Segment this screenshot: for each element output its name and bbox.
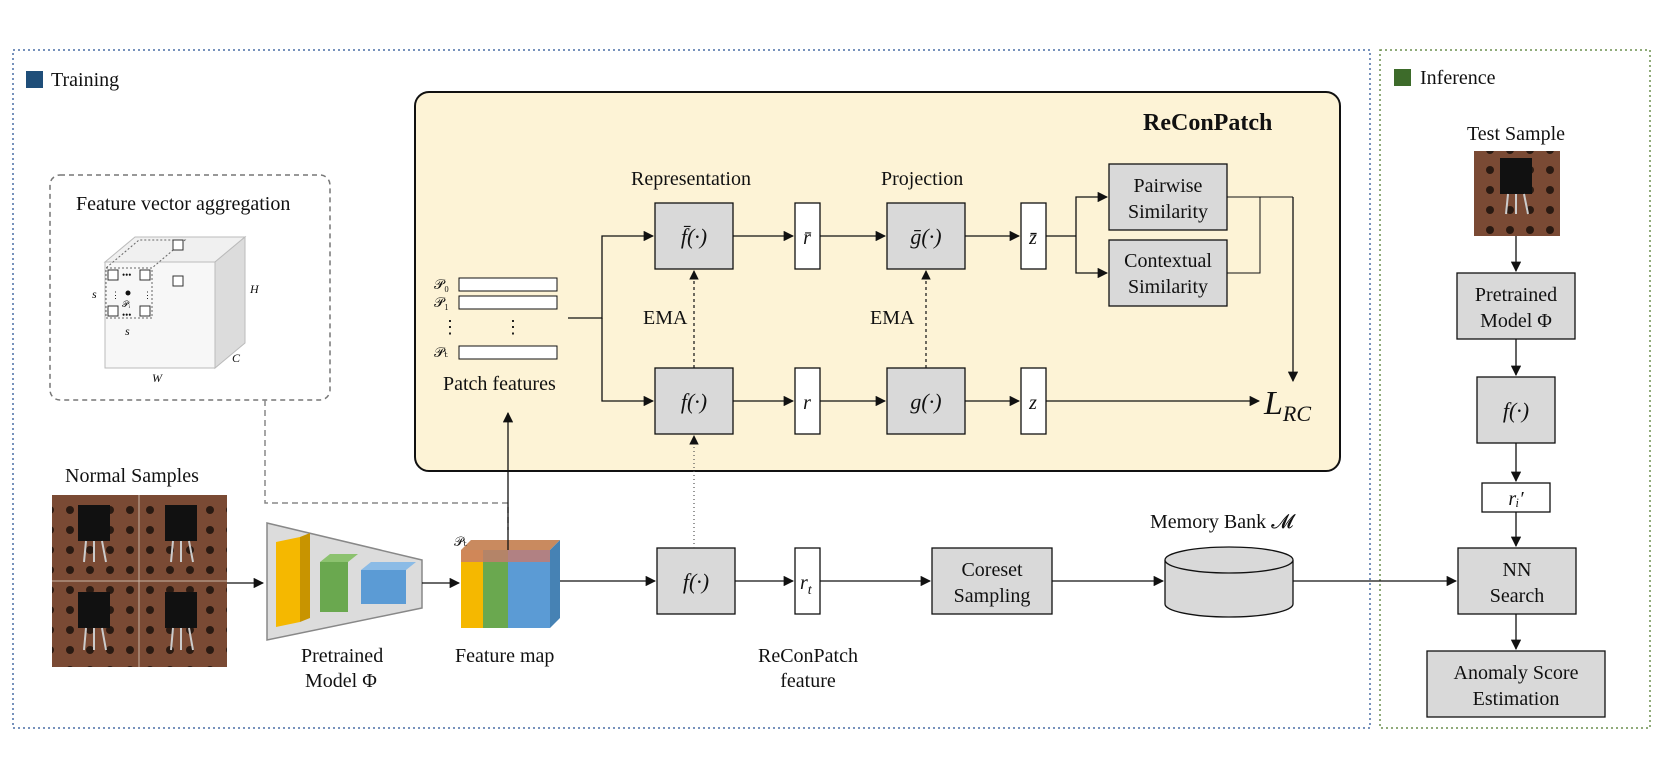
inference-pretrained-line2: Model Φ	[1480, 310, 1552, 332]
aggregation-label-H: H	[249, 282, 260, 296]
inference-pretrained-line1: Pretrained	[1475, 284, 1557, 306]
svg-text:•••: •••	[122, 270, 131, 280]
f-label: f(·)	[681, 389, 707, 414]
rt-label: rt	[800, 572, 813, 598]
g-box	[886, 367, 966, 435]
arrow-zbar-to-pairwise	[1075, 191, 1109, 236]
projection-title: Projection	[881, 168, 963, 190]
pretrained-model-label-2: Model Φ	[305, 670, 377, 692]
training-title: Training	[51, 69, 119, 91]
aggregation-label-s-left: s	[92, 287, 97, 301]
nn-line1: NN	[1503, 559, 1532, 581]
z-label: z	[1028, 392, 1037, 414]
inference-legend-swatch	[1394, 69, 1411, 86]
memory-bank-label: Memory Bank 𝓜	[1150, 511, 1296, 533]
ri-label: rᵢ′	[1508, 488, 1524, 510]
svg-text:•••: •••	[122, 310, 131, 320]
patch-feature-bars	[458, 277, 558, 360]
aggregation-title: Feature vector aggregation	[76, 193, 290, 215]
f-bar-box	[654, 202, 734, 270]
patch-p1: 𝒫₁	[434, 296, 449, 311]
coreset-line1: Coreset	[961, 559, 1023, 581]
r-bar-box	[794, 202, 821, 270]
f-bottom-box	[656, 547, 736, 615]
normal-samples-image	[52, 495, 227, 667]
patch-dots-mid: ⋮	[504, 317, 522, 337]
pairwise-line2: Similarity	[1128, 201, 1208, 223]
f-box	[654, 367, 734, 435]
inference-f-box	[1476, 376, 1556, 444]
reconpatch-title: ReConPatch	[1143, 110, 1272, 136]
anomaly-line2: Estimation	[1473, 688, 1560, 710]
normal-samples-label: Normal Samples	[65, 465, 199, 487]
inference-f-label: f(·)	[1503, 398, 1529, 423]
f-bar-label: f̄(·)	[681, 224, 707, 249]
pairwise-out	[1227, 196, 1261, 274]
aggregation-panel	[49, 174, 331, 401]
representation-title: Representation	[631, 168, 751, 190]
inference-title: Inference	[1420, 67, 1496, 89]
pretrained-model-label-1: Pretrained	[301, 645, 383, 667]
z-box	[1020, 367, 1047, 435]
patch-p0: 𝒫₀	[434, 278, 449, 293]
aggregation-connector	[264, 400, 509, 530]
ema-right-label: EMA	[870, 307, 915, 329]
feature-map	[461, 540, 560, 628]
pairwise-line1: Pairwise	[1134, 175, 1203, 197]
r-box	[794, 367, 821, 435]
test-sample-image	[1474, 151, 1560, 236]
aggregation-label-C: C	[232, 351, 241, 365]
g-bar-label: ḡ(·)	[910, 224, 941, 249]
training-legend-swatch	[26, 71, 43, 88]
arrow-patch-to-f	[601, 318, 655, 407]
pairwise-box	[1108, 163, 1228, 231]
svg-text:⋮: ⋮	[143, 290, 152, 300]
z-bar-label: z̄	[1028, 227, 1037, 249]
reconpatch-feature-line2: feature	[780, 670, 836, 692]
arrow-patch-to-fbar	[568, 230, 655, 319]
patch-pt: 𝒫ₜ	[434, 346, 448, 361]
feature-map-pt: 𝒫ₜ	[454, 534, 467, 549]
r-label: r	[803, 392, 811, 414]
inference-panel	[1379, 49, 1651, 729]
anomaly-line1: Anomaly Score	[1454, 662, 1579, 684]
contextual-line2: Similarity	[1128, 276, 1208, 298]
aggregation-label-p: 𝒫ᵢ	[122, 299, 130, 309]
test-sample-label: Test Sample	[1467, 123, 1565, 145]
svg-text:⋮: ⋮	[111, 290, 120, 300]
ri-box	[1481, 482, 1551, 513]
loss-label: LRC	[1263, 385, 1311, 426]
feature-map-label: Feature map	[455, 645, 554, 667]
aggregation-label-W: W	[152, 371, 163, 385]
r-bar-label: r̄	[803, 227, 811, 249]
pretrained-model	[266, 522, 423, 641]
patch-features-label: Patch features	[443, 373, 556, 395]
g-label: g(·)	[910, 389, 941, 414]
ema-left-label: EMA	[643, 307, 688, 329]
anomaly-box	[1426, 650, 1606, 718]
f-bottom-label: f(·)	[683, 569, 709, 594]
nn-line2: Search	[1490, 585, 1544, 607]
g-bar-box	[886, 202, 966, 270]
memory-bank-cylinder	[1164, 546, 1294, 618]
arrow-zbar-to-contextual	[1075, 236, 1109, 279]
coreset-line2: Sampling	[954, 585, 1031, 607]
patch-dots-left: ⋮	[441, 317, 459, 337]
nn-search-box	[1457, 547, 1577, 615]
aggregation-label-s-bottom: s	[125, 324, 130, 338]
feature-cube: ••• ••• ⋮ ⋮	[103, 235, 247, 370]
contextual-line1: Contextual	[1124, 250, 1212, 272]
training-panel	[12, 49, 1371, 729]
contextual-box	[1108, 239, 1228, 307]
reconpatch-feature-line1: ReConPatch	[758, 645, 858, 667]
